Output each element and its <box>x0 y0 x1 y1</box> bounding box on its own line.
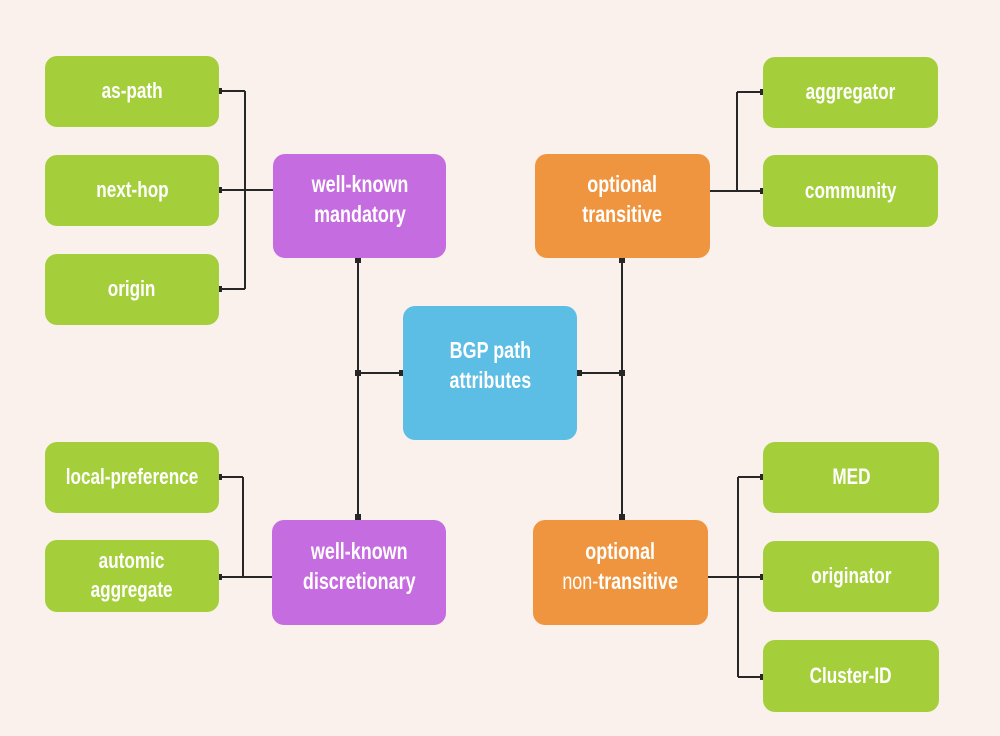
node-aggregator: aggregator <box>763 57 938 128</box>
node-originator: originator <box>763 541 939 612</box>
node-optional-transitive-label: optional transitive <box>582 171 663 227</box>
node-origin-label: origin <box>108 276 156 302</box>
node-originator-label: originator <box>810 563 892 589</box>
node-cluster-id-label: Cluster-ID <box>810 662 892 688</box>
node-aggregator-label: aggregator <box>805 79 896 105</box>
node-next-hop: next-hop <box>45 155 219 226</box>
node-well-known-mandatory-label: well-known mandatory <box>311 171 408 227</box>
node-as-path-label: as-path <box>101 78 163 104</box>
node-community: community <box>763 155 938 227</box>
node-optional-transitive: optional transitive <box>535 154 710 258</box>
node-bgp-path-attributes: BGP path attributes <box>403 306 577 440</box>
node-cluster-id: Cluster-ID <box>763 640 939 712</box>
node-origin: origin <box>45 254 219 325</box>
node-med: MED <box>763 442 939 513</box>
node-local-preference: local-preference <box>45 442 219 513</box>
node-bgp-path-attributes-label: BGP path attributes <box>449 337 531 393</box>
node-well-known-mandatory: well-known mandatory <box>273 154 446 258</box>
node-next-hop-label: next-hop <box>95 177 169 203</box>
non-prefix-light-text: non- <box>562 567 599 594</box>
node-med-label: MED <box>831 464 871 490</box>
node-as-path: as-path <box>45 56 219 127</box>
node-community-label: community <box>804 177 897 203</box>
node-automic-aggregate-label: automic aggregate <box>90 548 174 602</box>
node-well-known-discretionary: well-known discretionary <box>272 520 446 625</box>
node-well-known-discretionary-label: well-known discretionary <box>302 537 416 594</box>
node-local-preference-label: local-preference <box>65 464 199 490</box>
node-automic-aggregate: automic aggregate <box>45 540 219 612</box>
